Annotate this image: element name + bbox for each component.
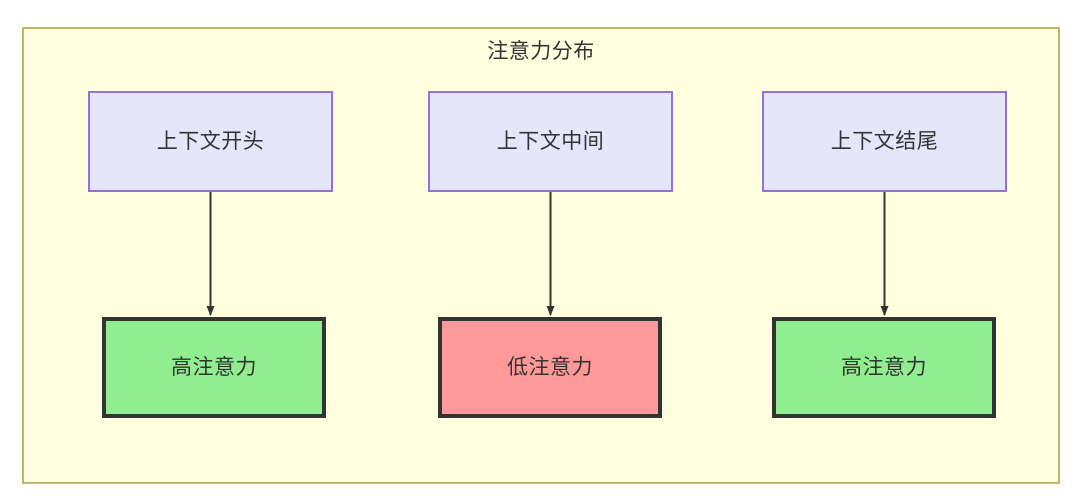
- node-context-end-label: 上下文结尾: [830, 130, 939, 153]
- node-attention-start[interactable]: 高注意力: [102, 317, 326, 418]
- diagram-title: 注意力分布: [487, 40, 595, 63]
- node-attention-start-label: 高注意力: [171, 356, 257, 379]
- node-attention-end-label: 高注意力: [841, 356, 927, 379]
- node-attention-middle-label: 低注意力: [507, 356, 593, 379]
- node-context-start[interactable]: 上下文开头: [88, 91, 333, 192]
- node-context-middle-label: 上下文中间: [496, 130, 605, 153]
- node-attention-middle[interactable]: 低注意力: [438, 317, 662, 418]
- node-context-end[interactable]: 上下文结尾: [762, 91, 1007, 192]
- node-attention-end[interactable]: 高注意力: [772, 317, 996, 418]
- node-context-start-label: 上下文开头: [156, 130, 265, 153]
- node-context-middle[interactable]: 上下文中间: [428, 91, 673, 192]
